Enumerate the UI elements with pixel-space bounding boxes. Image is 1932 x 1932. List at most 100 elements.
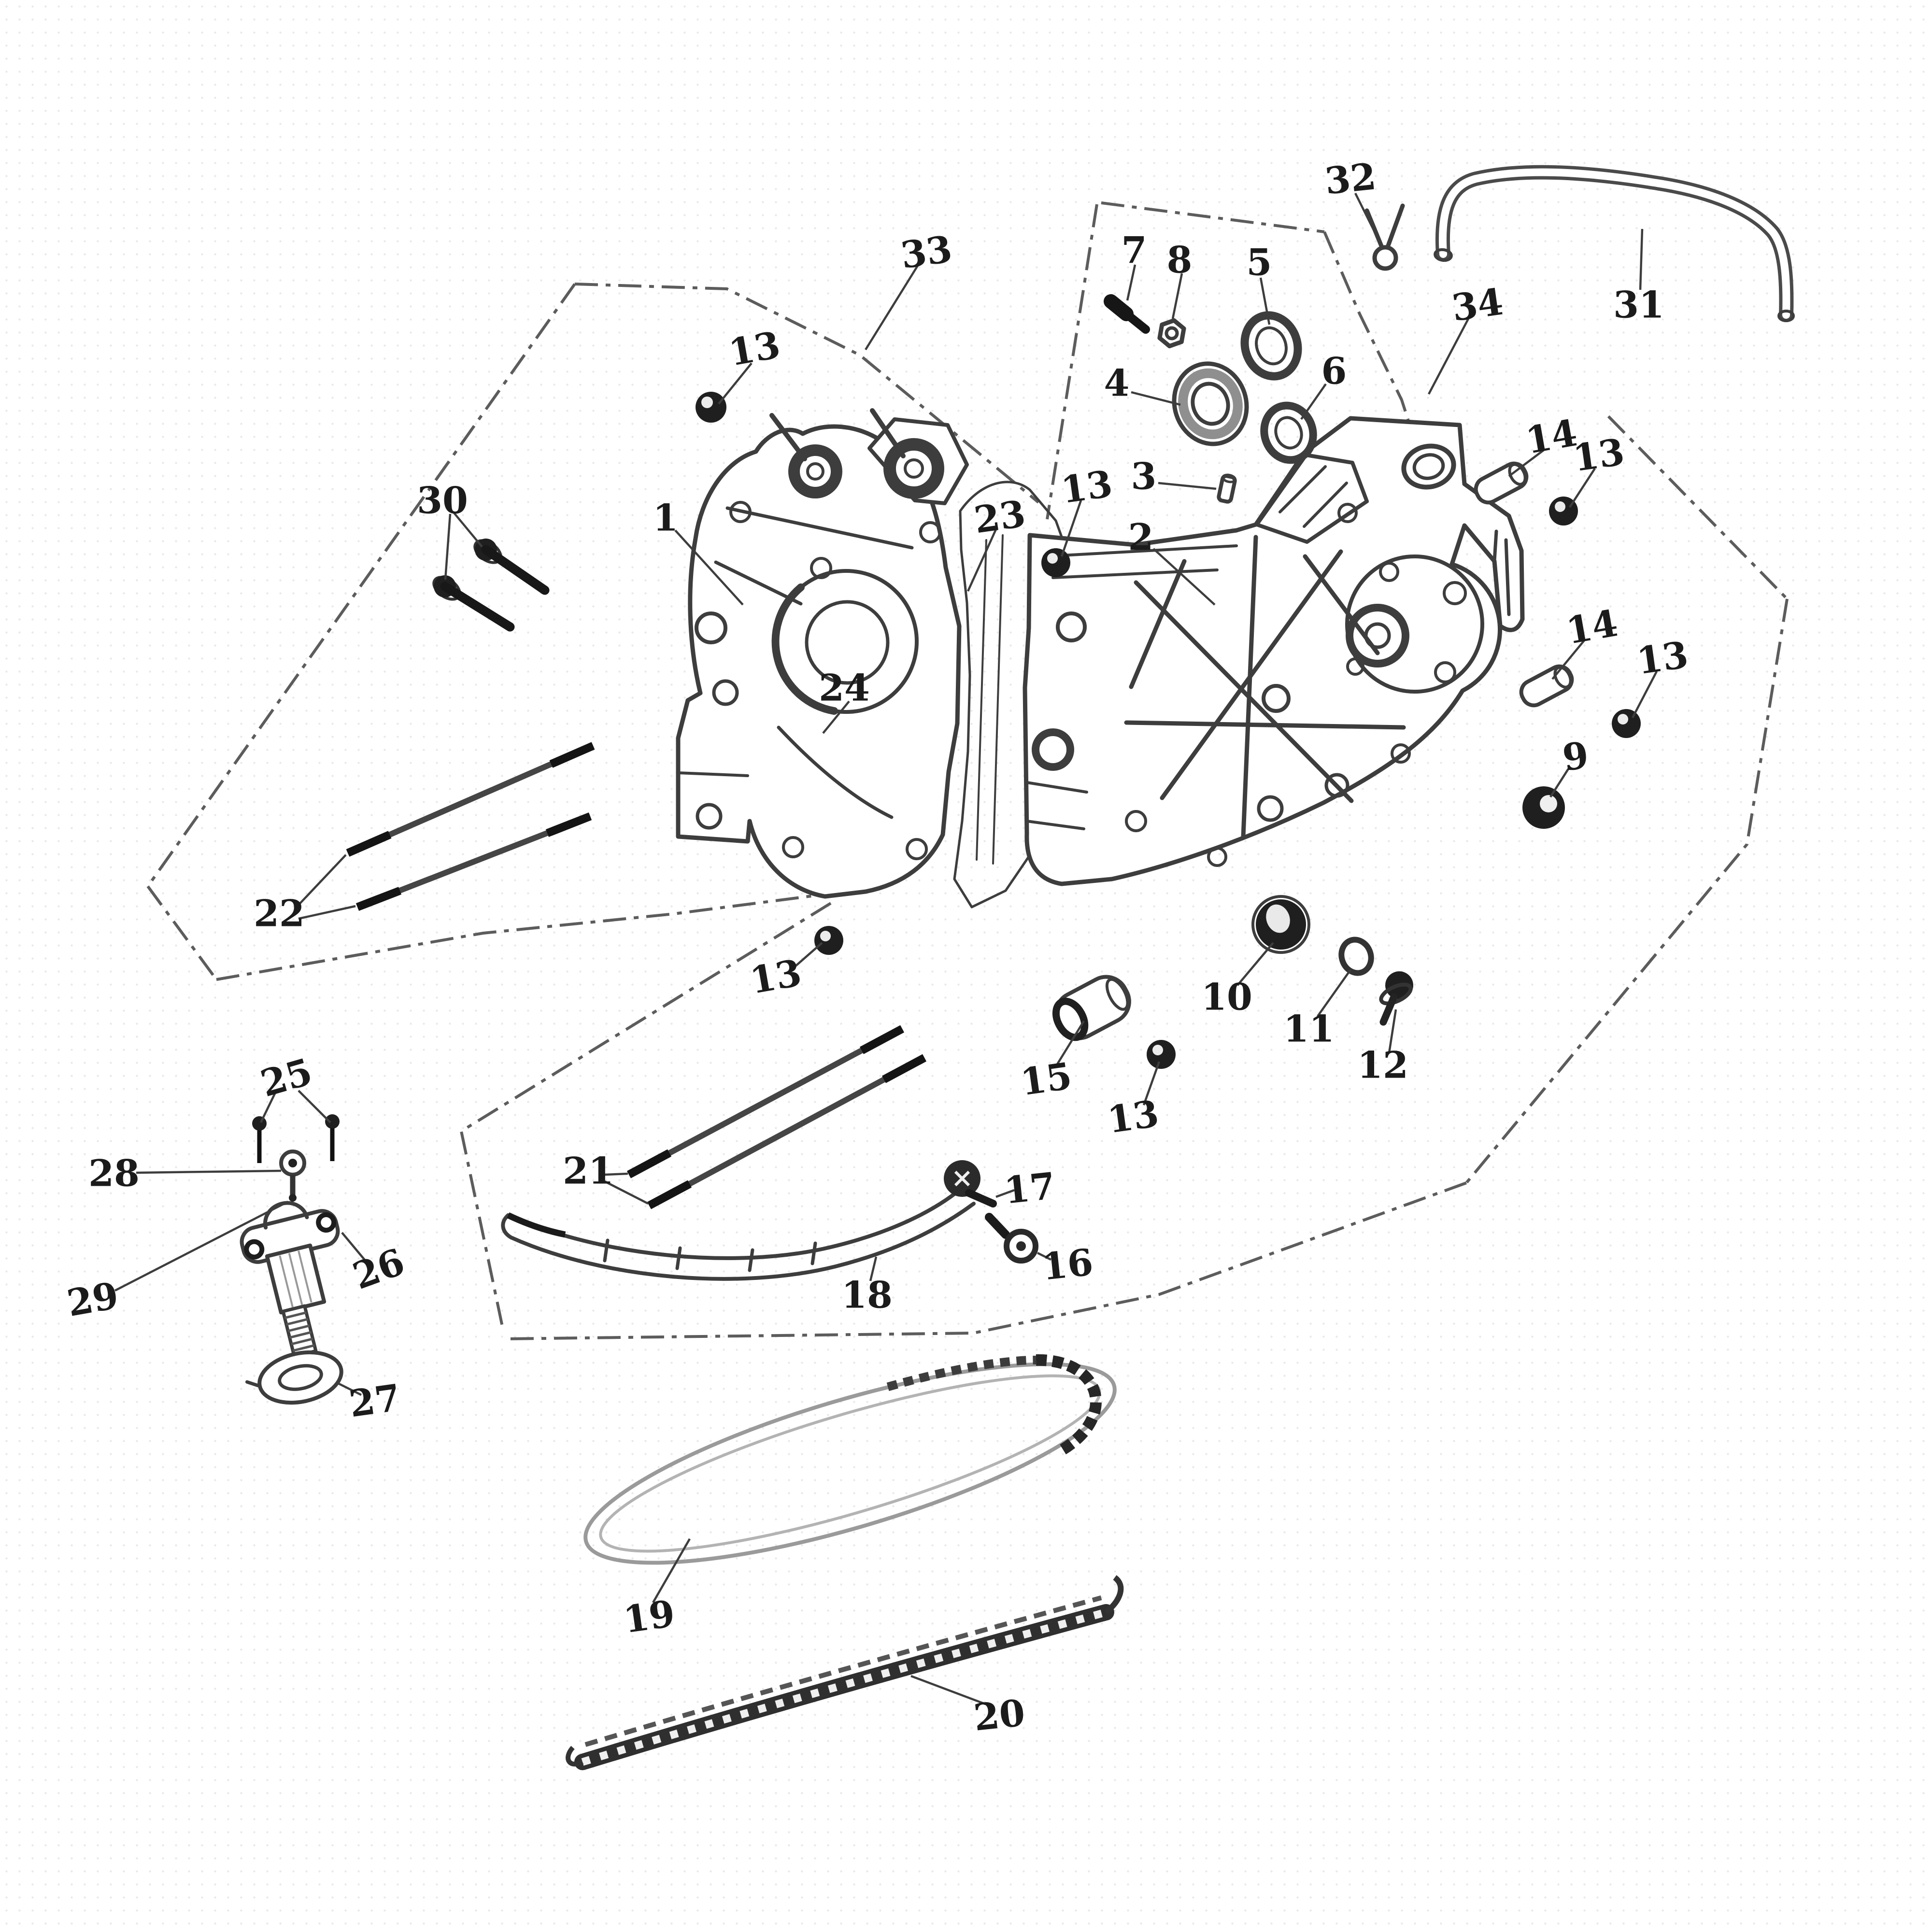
dowel-pin-14 [1519, 664, 1574, 708]
callout-11-10: 11 [1283, 1008, 1335, 1051]
dowel-pin-3 [1217, 473, 1237, 504]
callout-28-33: 28 [88, 1152, 140, 1195]
leader-line-23 [966, 529, 997, 592]
sealing-cap-9 [1522, 786, 1565, 829]
cam-chain-guide-18 [501, 1160, 980, 1281]
leader-line-3 [1158, 482, 1217, 490]
callout-27-32: 27 [346, 1376, 403, 1426]
leader-line-5 [1259, 277, 1271, 325]
pipe-clip [1364, 203, 1405, 271]
leader-line-26 [341, 1232, 367, 1263]
callout-31-36: 31 [1613, 284, 1664, 327]
callout-34-39: 34 [1449, 280, 1506, 330]
leader-line-24 [822, 700, 850, 734]
callout-15-20: 15 [1018, 1054, 1074, 1104]
leader-line-33 [865, 265, 919, 351]
callout-1-0: 1 [653, 497, 679, 540]
leader-line-2 [1152, 548, 1216, 606]
callout-23-28: 23 [971, 492, 1028, 542]
drain-bolt-12 [1379, 971, 1413, 1026]
cam-chain-19 [583, 1354, 1117, 1565]
callout-13-12: 13 [725, 323, 783, 374]
crankcase-left-half [676, 408, 969, 899]
leader-line-14 [1551, 639, 1585, 680]
leader-line-15 [1055, 1020, 1085, 1067]
callout-14-19: 14 [1563, 601, 1621, 653]
callout-8-7: 8 [1167, 239, 1193, 282]
leader-line-34 [1428, 318, 1469, 395]
callout-22-27: 22 [254, 892, 305, 935]
tensioner-group [240, 1114, 343, 1405]
callout-18-23: 18 [841, 1274, 893, 1317]
leader-line-22 [298, 905, 356, 920]
callout-6-5: 6 [1321, 350, 1347, 393]
leader-line-22 [295, 854, 347, 909]
callout-30-35: 30 [417, 479, 468, 522]
callout-19-24: 19 [621, 1592, 677, 1642]
tensioner-body [265, 1243, 327, 1315]
flange-nuts-13 [696, 392, 1641, 1069]
leader-line-30 [444, 513, 452, 580]
nut-8 [1157, 318, 1186, 349]
guide-bolt-17 [965, 1189, 997, 1208]
callout-32-37: 32 [1323, 155, 1378, 203]
leader-line-27 [335, 1381, 362, 1396]
callout-13-13: 13 [1058, 462, 1115, 512]
leader-line-13 [1060, 500, 1082, 557]
callout-4-3: 4 [1104, 362, 1130, 405]
callout-13-17: 13 [1105, 1092, 1161, 1142]
leader-line-20 [910, 1675, 986, 1705]
bushing-15 [1052, 975, 1131, 1041]
washer-11 [1338, 937, 1374, 976]
tensioner-bolt-25 [252, 1116, 267, 1163]
flange-bolt-16 [985, 1213, 1038, 1264]
stud-boss-ring [788, 444, 842, 498]
screw-7 [1104, 294, 1150, 334]
leader-line-30 [453, 512, 483, 548]
callout-33-38: 33 [898, 227, 954, 277]
crankcase-gasket [953, 481, 1081, 909]
crankcase-right-half [1023, 416, 1525, 886]
oil-seal-6 [1260, 401, 1317, 464]
callout-5-4: 5 [1247, 241, 1272, 284]
callout-26-31: 26 [347, 1240, 410, 1298]
leader-line-21 [604, 1180, 649, 1205]
leader-line-6 [1300, 383, 1327, 420]
leader-line-1 [674, 529, 744, 606]
callout-21-26: 21 [563, 1150, 614, 1193]
leader-line-10 [1236, 942, 1274, 986]
o-ring-seal-5 [1240, 311, 1302, 381]
callout-24-29: 24 [819, 667, 870, 710]
clutch-cavity [1345, 554, 1484, 694]
mount-lug-hole [696, 803, 723, 830]
nut-13 [1041, 548, 1070, 577]
leader-line-8 [1171, 273, 1183, 319]
leader-line-16 [1037, 1251, 1052, 1261]
leader-line-7 [1126, 264, 1136, 301]
callout-12-11: 12 [1357, 1044, 1408, 1087]
tensioner-bolt-25 [325, 1114, 340, 1161]
leader-line-12 [1388, 1009, 1397, 1053]
intake-duct [1255, 453, 1369, 544]
bearing-seal-group [1104, 294, 1317, 504]
callout-2-1: 2 [1128, 516, 1154, 559]
engine-mount-hole [1401, 443, 1456, 490]
leader-line-19 [652, 1538, 691, 1604]
case-web-ribs [1124, 535, 1406, 839]
callout-14-18: 14 [1522, 411, 1580, 462]
callout-3-2: 3 [1131, 455, 1157, 498]
callout-25-30: 25 [256, 1050, 317, 1106]
leader-line-18 [869, 1256, 878, 1281]
leader-line-25 [298, 1090, 331, 1123]
callout-13-14: 13 [1570, 430, 1627, 480]
leader-layer [114, 192, 1658, 1705]
callout-9-8: 9 [1560, 733, 1591, 779]
leader-line-25 [259, 1090, 278, 1123]
leader-line-13 [1142, 1061, 1161, 1106]
nut-13 [1147, 1040, 1176, 1069]
stud-bolts-22 [346, 742, 595, 911]
flange-nut-10 [1251, 895, 1310, 954]
callout-10-9: 10 [1201, 976, 1252, 1019]
